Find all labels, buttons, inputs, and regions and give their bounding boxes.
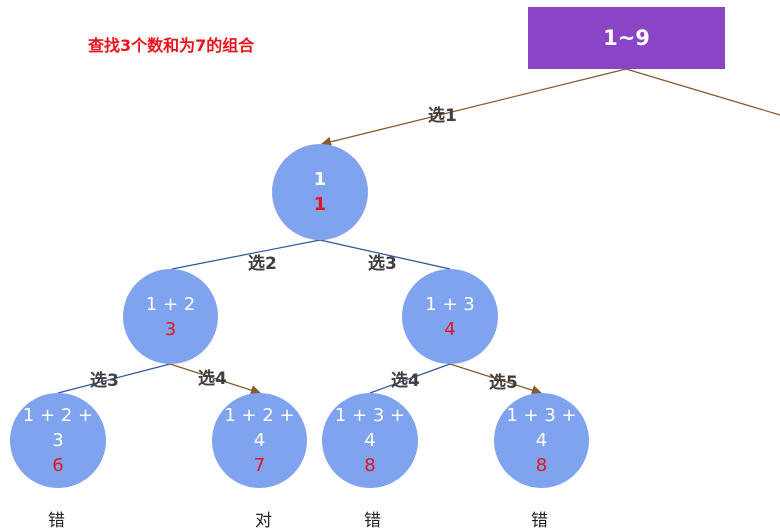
node-sum-8-b: 1 + 3 + 4 8	[494, 393, 589, 488]
diagram-title: 查找3个数和为7的组合	[88, 36, 255, 55]
edge-1-to-1plus2	[171, 239, 321, 270]
edge-1-to-1plus3	[319, 239, 451, 270]
node-expr: 1 + 2	[145, 293, 196, 315]
node-sum-7: 1 + 2 + 4 7	[212, 393, 307, 488]
edge-1plus3-to-8a	[369, 363, 451, 394]
edge-label-choose-4-left: 选4	[198, 369, 227, 389]
node-sum: 7	[253, 455, 266, 476]
edge-label-choose-3-left: 选3	[90, 371, 119, 391]
node-sum-8-a: 1 + 3 + 4 8	[322, 393, 418, 488]
node-expr: 1 + 3 + 4	[334, 405, 406, 451]
edge-1plus2-to-7	[169, 363, 262, 396]
edge-label-choose-2: 选2	[248, 254, 277, 274]
node-expr: 1 + 3 + 4	[506, 405, 577, 451]
node-expr: 1 + 3	[425, 293, 475, 315]
node-1-plus-2: 1 + 2 3	[123, 269, 218, 364]
verdict-wrong-1: 错	[48, 511, 65, 531]
node-1: 1 1	[272, 144, 368, 240]
edge-label-choose-3: 选3	[368, 254, 397, 274]
node-sum: 4	[444, 318, 456, 340]
node-sum: 6	[52, 455, 64, 476]
edge-label-choose-5: 选5	[489, 373, 518, 393]
node-sum: 3	[164, 318, 177, 340]
edge-1plus2-to-6	[57, 363, 171, 394]
node-sum: 1	[313, 194, 327, 215]
verdict-wrong-2: 错	[364, 511, 381, 531]
edge-root-to-1	[320, 68, 627, 147]
edge-1plus3-to-8b	[449, 363, 543, 396]
verdict-correct: 对	[255, 511, 272, 531]
edge-label-choose-4-right: 选4	[391, 371, 420, 391]
node-expr: 1	[313, 169, 327, 190]
node-1-plus-3: 1 + 3 4	[402, 269, 498, 364]
node-expr: 1 + 2 + 3	[22, 405, 94, 451]
node-sum: 8	[535, 455, 548, 476]
edge-label-choose-1: 选1	[428, 106, 457, 126]
verdict-wrong-3: 错	[531, 511, 548, 531]
edge-root-to-offscreen	[625, 68, 780, 116]
node-sum: 8	[364, 455, 376, 476]
node-expr: 1 + 2 + 4	[224, 405, 295, 451]
root-node-range: 1~9	[528, 7, 725, 69]
node-sum-6: 1 + 2 + 3 6	[10, 393, 106, 488]
